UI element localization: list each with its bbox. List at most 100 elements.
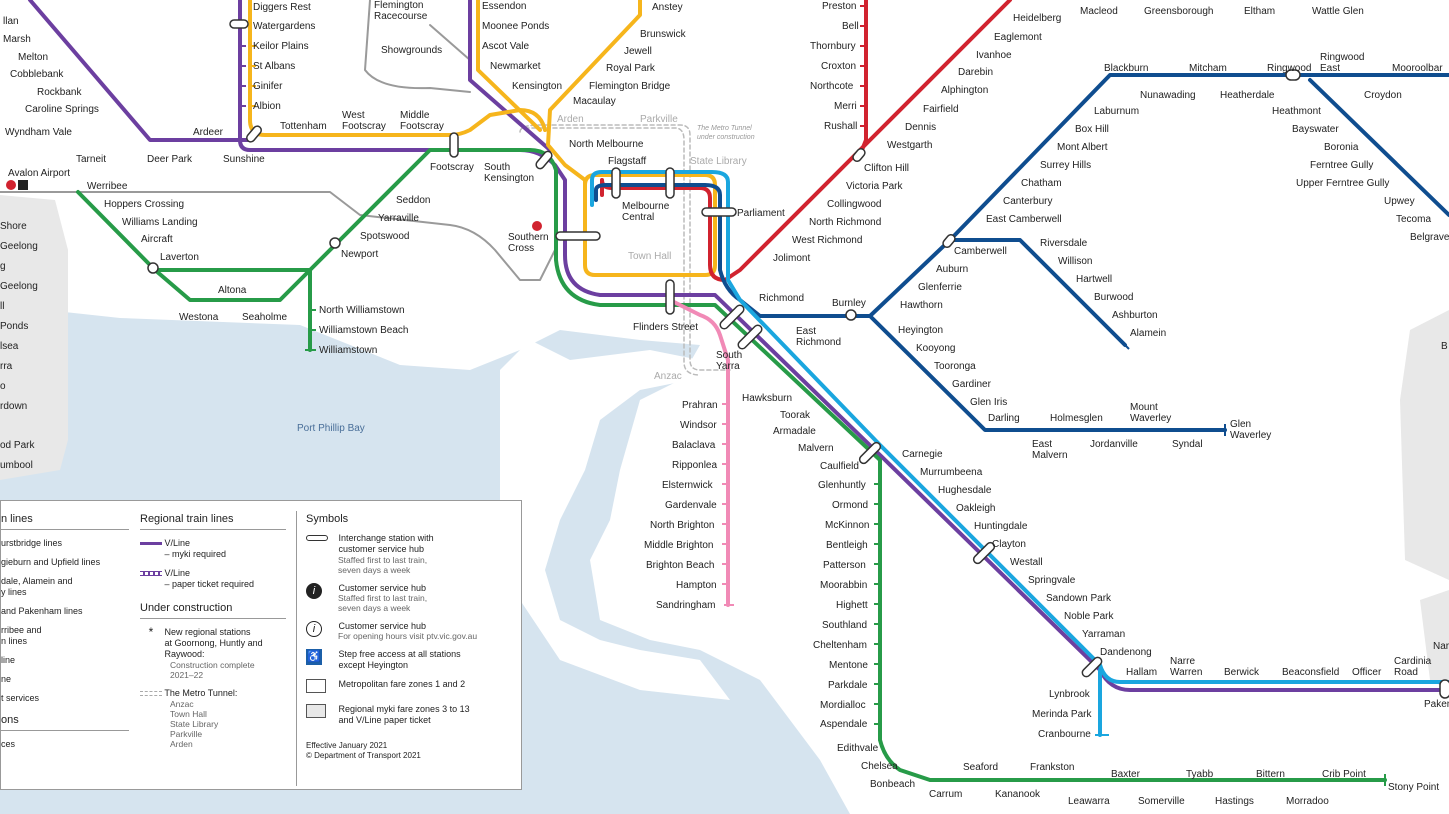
left-edge-station-label: o <box>0 381 6 392</box>
legend-symbols-column: Symbols Interchange station with custome… <box>306 501 516 760</box>
station-ripponlea: Ripponlea <box>672 460 717 471</box>
station-east-camberwell: East Camberwell <box>986 214 1062 225</box>
station-darebin: Darebin <box>958 67 993 78</box>
left-edge-station-label: g <box>0 261 6 272</box>
edge-labels: ShoreGeelonggGeelongllPondslsearraordown… <box>0 221 1449 652</box>
station-tarneit: Tarneit <box>76 154 106 165</box>
station-richmond: Richmond <box>759 293 804 304</box>
station-north-richmond: North Richmond <box>809 217 881 228</box>
station-seaford: Seaford <box>963 762 998 773</box>
station-prahran: Prahran <box>682 400 718 411</box>
station-box-hill: Box Hill <box>1075 124 1109 135</box>
train-icon <box>6 180 16 190</box>
info-filled-icon: i <box>306 583 328 599</box>
station-eltham: Eltham <box>1244 6 1275 17</box>
left-edge-station-label: rdown <box>0 401 27 412</box>
station-heidelberg: Heidelberg <box>1013 13 1061 24</box>
station-flagstaff: Flagstaff <box>608 156 646 167</box>
legend-metro-item: dale, Alamein and y lines <box>1 576 73 597</box>
sym-hub-sub: Staffed first to last train, seven days … <box>338 593 428 613</box>
station-huntingdale: Huntingdale <box>974 521 1028 532</box>
station-edithvale: Edithvale <box>837 743 879 754</box>
grey-lines <box>0 0 556 281</box>
right-edge-station-label: Nar <box>1433 641 1449 652</box>
station-westall: Westall <box>1010 557 1043 568</box>
station-croxton: Croxton <box>821 61 856 72</box>
station-seddon: Seddon <box>396 195 430 206</box>
sym-step-label: Step free access at all stations except … <box>338 649 461 670</box>
left-zone-area <box>0 195 68 480</box>
station-kooyong: Kooyong <box>916 343 955 354</box>
station-upwey: Upwey <box>1384 196 1415 207</box>
plane-icon <box>18 180 28 190</box>
station-mont-albert: Mont Albert <box>1057 142 1108 153</box>
station-tyabb: Tyabb <box>1186 769 1214 780</box>
station-heyington: Heyington <box>898 325 943 336</box>
station-blackburn: Blackburn <box>1104 63 1148 74</box>
station-aircraft: Aircraft <box>141 234 173 245</box>
station-williamstown: Williamstown <box>319 345 377 356</box>
station-parliament: Parliament <box>737 208 785 219</box>
station-westgarth: Westgarth <box>887 140 932 151</box>
station-carrum: Carrum <box>929 789 962 800</box>
station-ascot-vale: Ascot Vale <box>482 41 529 52</box>
station-eaglemont: Eaglemont <box>994 32 1042 43</box>
station-frankston: Frankston <box>1030 762 1074 773</box>
left-edge-station-label: Ponds <box>0 321 28 332</box>
station-bayswater: Bayswater <box>1292 124 1339 135</box>
station-chelsea: Chelsea <box>861 761 898 772</box>
station-sandringham: Sandringham <box>656 600 715 611</box>
station-clifton-hill: Clifton Hill <box>864 163 909 174</box>
station-boronia: Boronia <box>1324 142 1359 153</box>
bay-headland <box>500 340 730 700</box>
station-leawarra: Leawarra <box>1068 796 1110 807</box>
station-nunawading: Nunawading <box>1140 90 1196 101</box>
legend-metro-item: ne <box>1 674 12 684</box>
station-marsh: Marsh <box>3 34 31 45</box>
station-brunswick: Brunswick <box>640 29 687 40</box>
port-phillip-bay-label: Port Phillip Bay <box>297 423 365 434</box>
sym-regional-zones-label: Regional myki fare zones 3 to 13 and V/L… <box>338 704 470 725</box>
station-pakenham: Paken <box>1424 699 1449 710</box>
tunnel-anzac: Anzac <box>654 371 682 382</box>
station-northcote: Northcote <box>810 81 854 92</box>
sym-interchange-label: Interchange station with customer servic… <box>338 533 434 554</box>
right-zone-area <box>1400 310 1449 580</box>
info-outline-icon: i <box>306 621 328 637</box>
station-parkdale: Parkdale <box>828 680 868 691</box>
legend-symbols-header: Symbols <box>306 513 349 525</box>
right-zone-area-lower <box>1420 590 1449 690</box>
station-holmesglen: Holmesglen <box>1050 413 1103 424</box>
station-ivanhoe: Ivanhoe <box>976 50 1012 61</box>
station-auburn: Auburn <box>936 264 968 275</box>
legend-metro-item: urstbridge lines <box>1 538 63 548</box>
station-anstey: Anstey <box>652 2 683 13</box>
station-belgrave: Belgrave <box>1410 232 1449 243</box>
station-diggers-rest: Diggers Rest <box>253 2 311 13</box>
metro-tunnel <box>519 124 731 376</box>
station-newmarket: Newmarket <box>490 61 541 72</box>
station-mckinnon: McKinnon <box>825 520 869 531</box>
station-patterson: Patterson <box>823 560 866 571</box>
station-ticks <box>240 5 1386 786</box>
station-camberwell: Camberwell <box>954 246 1007 257</box>
station-collingwood: Collingwood <box>827 199 881 210</box>
station-morradoo: Morradoo <box>1286 796 1329 807</box>
left-edge-station-label: ll <box>0 301 4 312</box>
legend-metro-tunnel: The Metro Tunnel: Anzac Town Hall State … <box>140 688 286 749</box>
station-surrey-hills: Surrey Hills <box>1040 160 1091 171</box>
station-glen-iris: Glen Iris <box>970 397 1007 408</box>
station-kananook: Kananook <box>995 789 1041 800</box>
legend-construction-header: Under construction <box>140 602 286 619</box>
station-altona: Altona <box>218 285 247 296</box>
tunnel-swatch <box>140 691 162 697</box>
legend-new-stations: * New regional stations at Goornong, Hun… <box>140 626 286 680</box>
legend-ons-header: ons <box>1 714 129 731</box>
station-victoria-park: Victoria Park <box>846 181 904 192</box>
